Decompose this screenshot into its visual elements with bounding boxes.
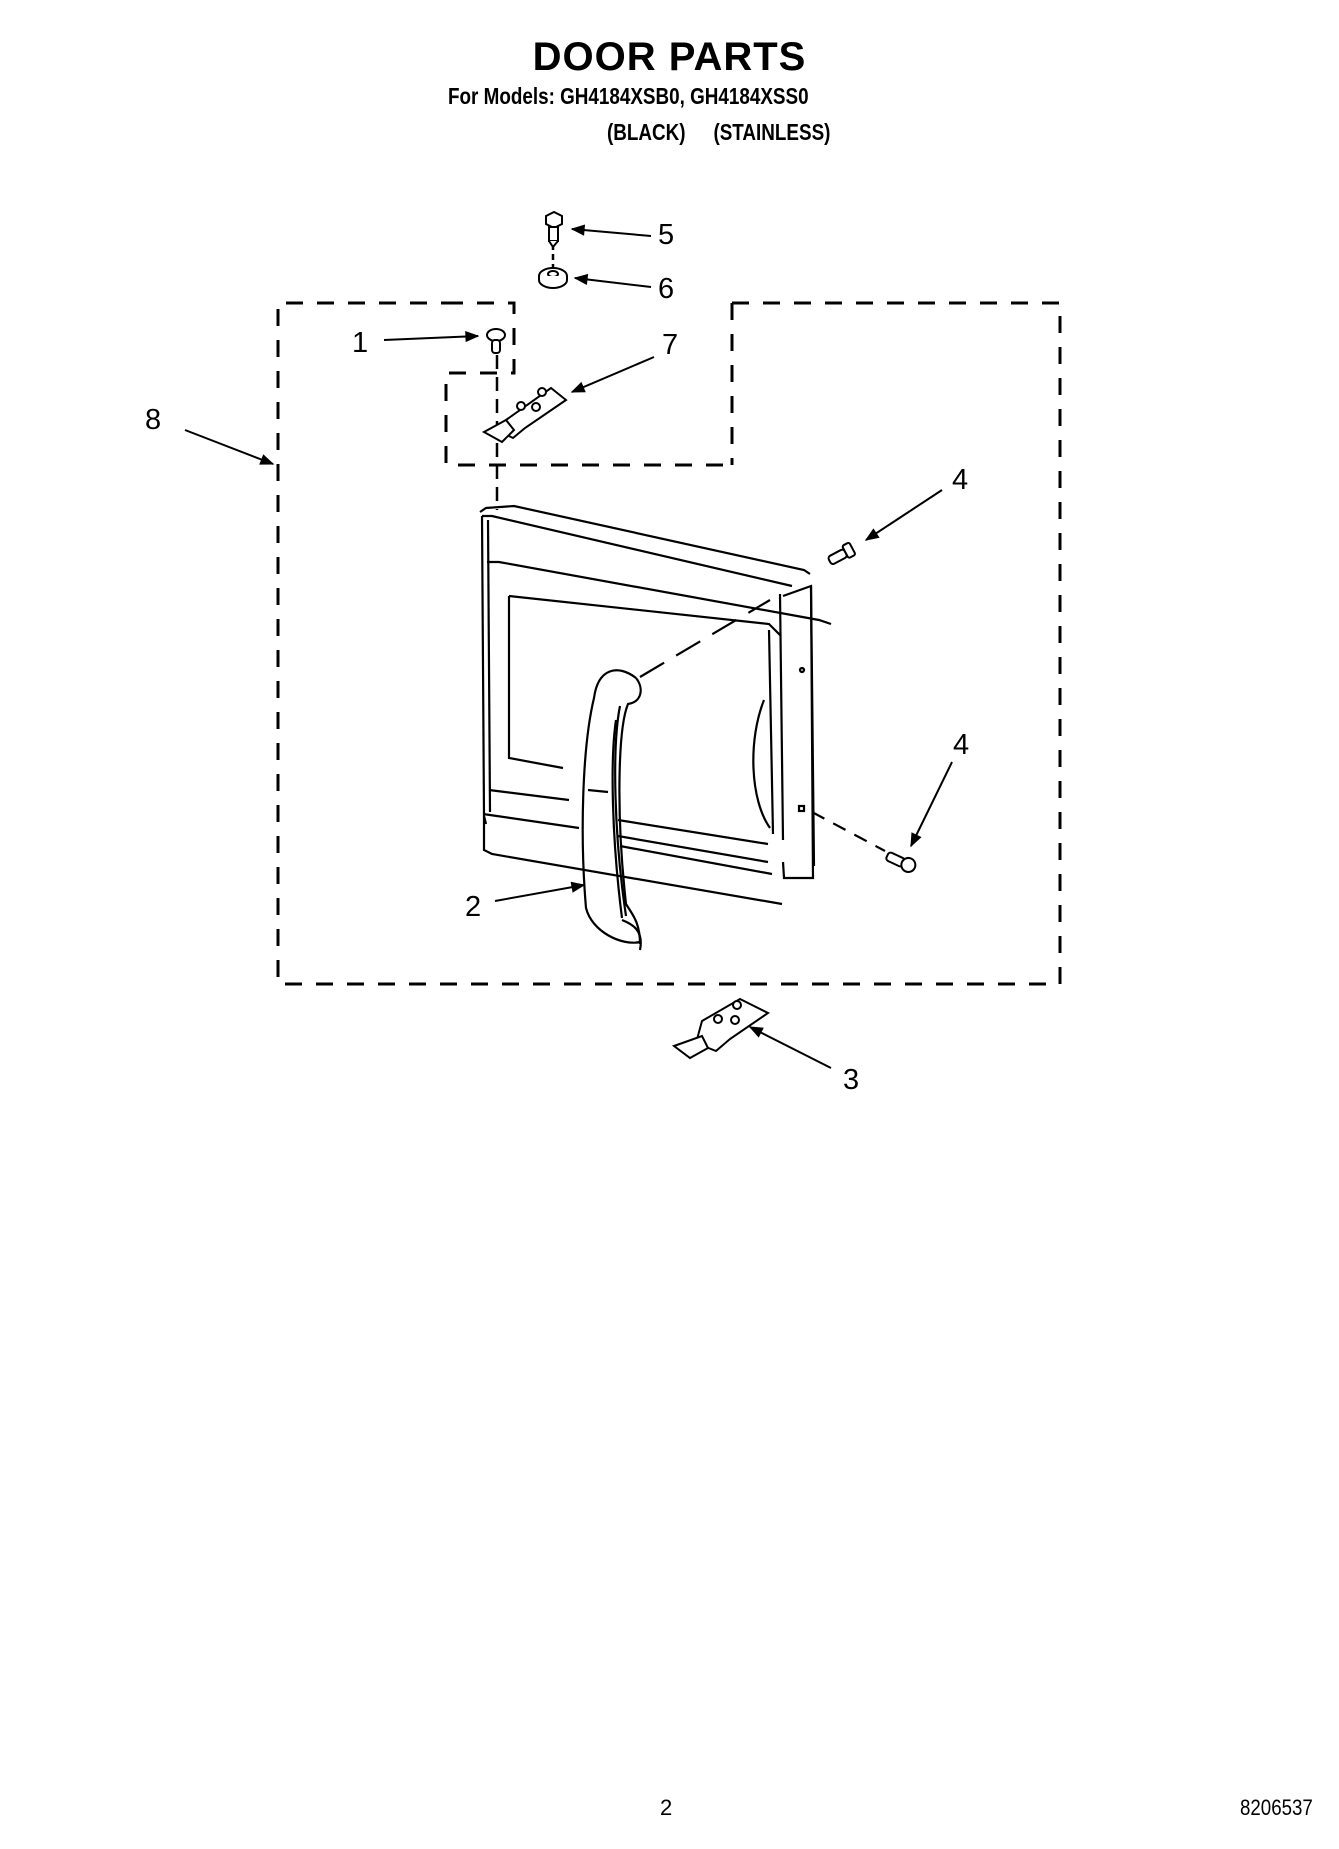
- page-header: DOOR PARTS For Models: GH4184XSB0, GH418…: [0, 0, 1339, 160]
- callout-6: 6: [658, 273, 675, 305]
- door-panel: [479, 504, 832, 906]
- page-number: 2: [660, 1795, 673, 1820]
- callout-2: 2: [465, 891, 482, 923]
- callout-4-upper: 4: [952, 464, 969, 496]
- hinge-detail-outline: [444, 301, 732, 467]
- washer-icon: [538, 267, 568, 289]
- handle-screw-upper-icon: [827, 541, 856, 565]
- model-variants: (BLACK) (STAINLESS): [607, 118, 830, 146]
- variant-black: (BLACK): [607, 119, 686, 145]
- handle-screw-lower-icon: [885, 851, 917, 873]
- callout-5: 5: [658, 219, 675, 251]
- callout-leaders: [184, 224, 953, 1069]
- callout-7: 7: [662, 329, 679, 361]
- screw-icon: [545, 210, 563, 249]
- handle-upper-centerline: [639, 599, 771, 678]
- upper-hinge-bracket-icon: [481, 386, 568, 444]
- models-line: For Models: GH4184XSB0, GH4184XSS0: [448, 83, 809, 109]
- callout-1: 1: [352, 327, 369, 359]
- callout-3: 3: [843, 1064, 860, 1096]
- pin-icon: [486, 328, 506, 354]
- callout-4-lower: 4: [953, 729, 970, 761]
- handle-lower-centerline: [811, 811, 886, 852]
- door-handle-icon: [581, 669, 642, 951]
- variant-stainless: (STAINLESS): [713, 119, 831, 145]
- lower-hinge-bracket-icon: [671, 997, 770, 1060]
- document-number: 8206537: [1240, 1795, 1313, 1820]
- callout-8: 8: [145, 404, 162, 436]
- door-assembly-outline: [276, 301, 1062, 986]
- page-title: DOOR PARTS: [532, 35, 807, 79]
